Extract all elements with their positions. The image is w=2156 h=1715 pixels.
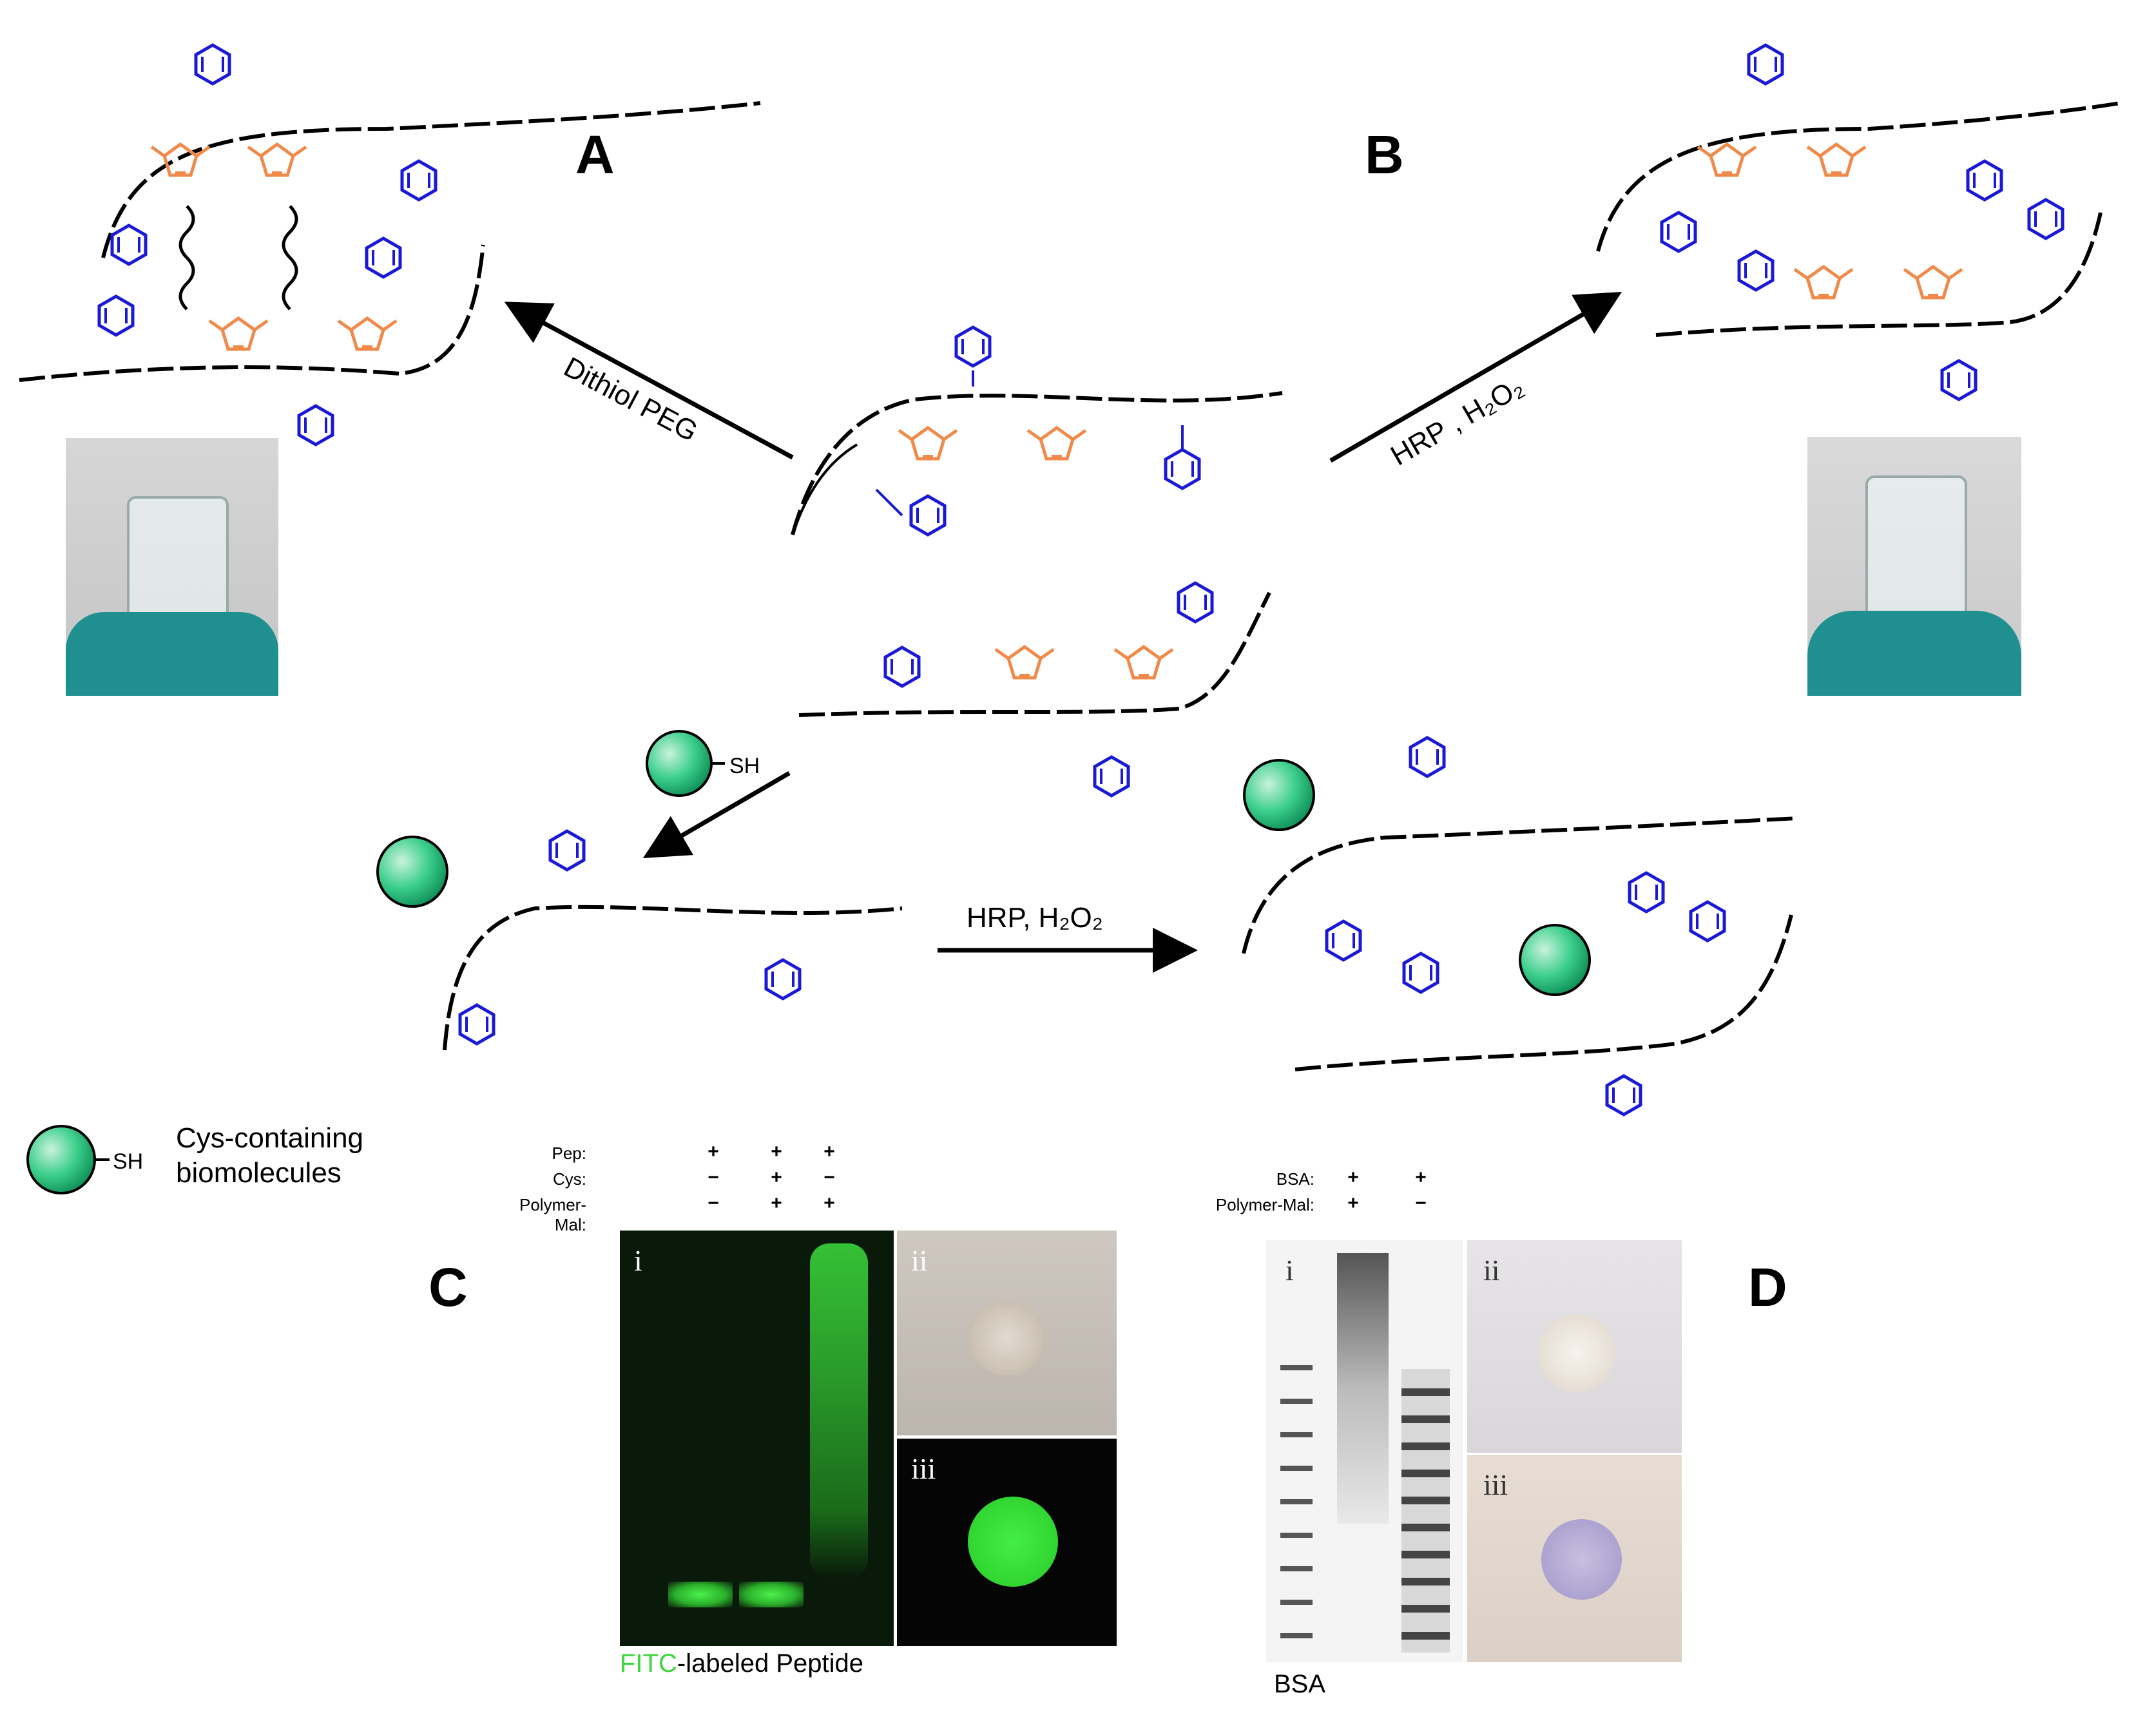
hrp-h2o2-bottom-label: HRP, H₂O₂ xyxy=(967,902,1103,934)
gel-d-stained-gel-image: i xyxy=(1266,1240,1463,1662)
thiol-sh-label: SH xyxy=(729,754,760,778)
gel-d-stained-disc-photo: iii xyxy=(1467,1455,1682,1662)
arrow-to-conjugate xyxy=(642,771,791,859)
stained-disc xyxy=(1541,1519,1622,1600)
gel-c-sign: + xyxy=(771,1193,782,1214)
gel-c-label-iii: iii xyxy=(911,1452,936,1485)
hydrogel-disc xyxy=(1538,1314,1615,1392)
gel-d-sign: + xyxy=(1415,1167,1427,1188)
vial-photo-b xyxy=(1807,437,2021,696)
panel-letter-b: B xyxy=(1365,124,1404,185)
gel-c-label-ii: ii xyxy=(911,1244,928,1277)
gel-c-lane-1-band xyxy=(668,1582,733,1607)
legend-line-1: Cys-containing xyxy=(176,1122,364,1154)
panel-letter-a: A xyxy=(575,124,615,185)
gel-c-label-i: i xyxy=(634,1244,642,1277)
gel-c-sign: + xyxy=(823,1193,835,1214)
gel-c-fluorescent-disc-image: iii xyxy=(897,1439,1117,1646)
legend-sh-label: SH xyxy=(113,1149,143,1174)
bottom-right-network xyxy=(1242,738,1798,1115)
legend-ball: SH xyxy=(26,1125,143,1194)
vial-photo-a xyxy=(66,438,278,696)
gel-c-sign: − xyxy=(823,1167,835,1188)
gel-c-sign: − xyxy=(707,1193,719,1214)
gel-c-sign: + xyxy=(771,1167,782,1188)
gel-d-sign: + xyxy=(1347,1167,1359,1188)
gel-d-label-iii: iii xyxy=(1483,1468,1508,1501)
gel-c-conditions: Pep: + + + Cys: − + − Polymer-Mal: − + + xyxy=(515,1141,838,1234)
gel-c-sign: + xyxy=(771,1141,782,1162)
glove xyxy=(66,612,278,696)
gel-d-conditions: BSA: + + Polymer-Mal: + − xyxy=(1192,1167,1463,1221)
gel-d-label-i: i xyxy=(1285,1254,1294,1287)
arrow-to-a xyxy=(504,302,794,460)
gel-c-row-label: Cys: xyxy=(553,1169,586,1189)
gel-d-row-label: Polymer-Mal: xyxy=(1215,1195,1314,1214)
gel-d-sign: − xyxy=(1415,1193,1427,1214)
glove xyxy=(1807,611,2021,696)
panel-letter-d: D xyxy=(1748,1257,1787,1317)
bottom-left-polymer xyxy=(376,831,903,1051)
middle-polymer xyxy=(798,583,1271,796)
gel-c-sign: + xyxy=(707,1141,719,1162)
gel-d-ladder xyxy=(1280,1337,1313,1646)
gel-c-sign: + xyxy=(823,1141,835,1162)
panel-letter-c: C xyxy=(428,1257,468,1317)
legend-line-2: biomolecules xyxy=(176,1157,342,1189)
central-polymer xyxy=(791,327,1283,535)
legend-text: Cys-containing biomolecules xyxy=(176,1121,363,1191)
network-b xyxy=(1596,45,2121,399)
gel-c-fluorescence-image: i xyxy=(620,1231,894,1646)
gel-c-caption-fitc: FITC xyxy=(620,1649,677,1678)
gel-c-lane-2-band xyxy=(739,1582,804,1607)
network-a xyxy=(19,45,761,445)
arrow-to-b xyxy=(1329,291,1622,463)
gel-d-hydrogel-photo: ii xyxy=(1467,1240,1682,1453)
gel-c-caption: FITC-labeled Peptide xyxy=(620,1649,863,1678)
gel-d-label-ii: ii xyxy=(1483,1254,1500,1287)
thiol-reagent: SH xyxy=(646,730,760,797)
gel-d-sign: + xyxy=(1347,1193,1359,1214)
gel-c-lane-3-smear xyxy=(810,1243,868,1578)
gel-c-caption-rest: -labeled Peptide xyxy=(677,1649,863,1678)
gel-c-row-label: Pep: xyxy=(552,1144,587,1163)
gel-d-lane-1-smear xyxy=(1337,1253,1389,1524)
gel-d-caption: BSA xyxy=(1274,1670,1326,1698)
hydrogel-disc xyxy=(968,1301,1045,1375)
gel-c-hydrogel-photo: ii xyxy=(897,1231,1117,1435)
reaction-scheme: SH xyxy=(19,0,2121,1160)
fluorescent-disc xyxy=(968,1497,1058,1587)
gel-c-sign: − xyxy=(707,1167,719,1188)
gel-d-lane-2-bands xyxy=(1401,1369,1450,1653)
gel-c-row-label: Polymer-Mal: xyxy=(519,1195,586,1234)
gel-d-row-label: BSA: xyxy=(1276,1169,1314,1189)
